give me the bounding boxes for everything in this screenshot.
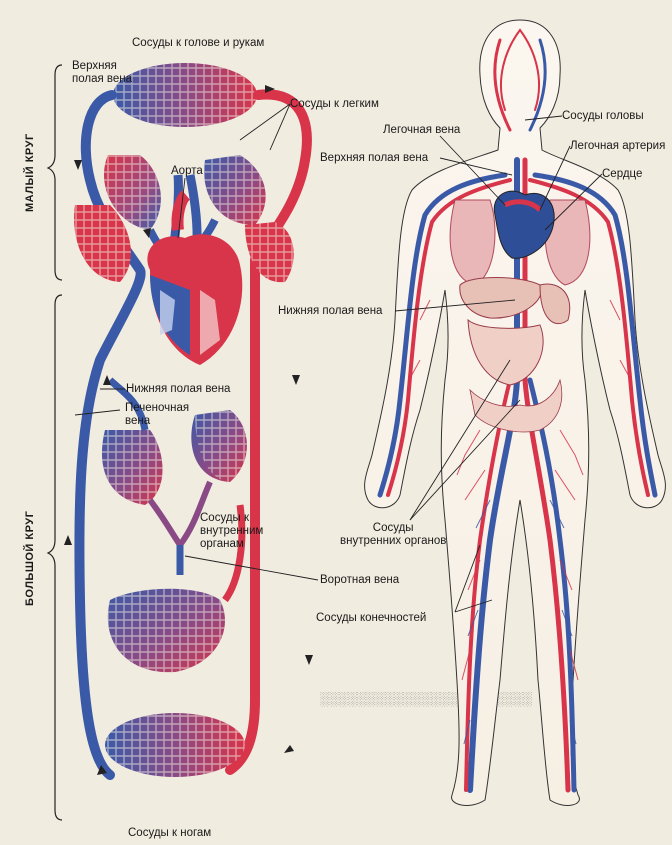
label-lung-vessels: Сосуды к легким (290, 98, 379, 111)
circle-brackets (48, 65, 62, 820)
liver-capillary (102, 430, 163, 505)
head-arms-capillary-bed (113, 63, 257, 127)
legs-capillary-bed (105, 713, 245, 777)
label-superior-vena-cava-left: Верхняя полая вена (72, 60, 132, 86)
label-heart: Сердце (602, 168, 642, 181)
label-leg-vessels: Сосуды к ногам (128, 827, 211, 840)
human-body-figure (365, 20, 666, 805)
label-pulmonary-artery: Легочная артерия (570, 140, 665, 153)
label-inferior-vena-cava-left: Нижняя полая вена (126, 383, 230, 396)
label-internal-organ-vessels-left: Сосуды к внутренним органам (200, 512, 263, 551)
label-small-circle: МАЛЫЙ КРУГ (24, 133, 36, 212)
label-superior-vena-cava-right: Верхняя полая вена (320, 152, 428, 165)
label-head-arms-vessels: Сосуды к голове и рукам (132, 37, 264, 50)
label-head-vessels: Сосуды головы (562, 110, 644, 123)
label-limb-vessels: Сосуды конечностей (316, 612, 426, 625)
organ-capillary-right (191, 410, 247, 482)
label-internal-organ-vessels-right: Сосуды внутренних органов (340, 522, 446, 548)
label-inferior-vena-cava-right: Нижняя полая вена (278, 305, 382, 318)
label-aorta: Аорта (171, 165, 203, 178)
label-pulmonary-vein: Легочная вена (383, 124, 460, 137)
intestine-capillary (108, 589, 225, 672)
label-portal-vein: Воротная вена (320, 574, 399, 587)
label-big-circle: БОЛЬШОЙ КРУГ (24, 511, 36, 606)
label-hepatic-vein: Печеночная вена (125, 402, 189, 428)
